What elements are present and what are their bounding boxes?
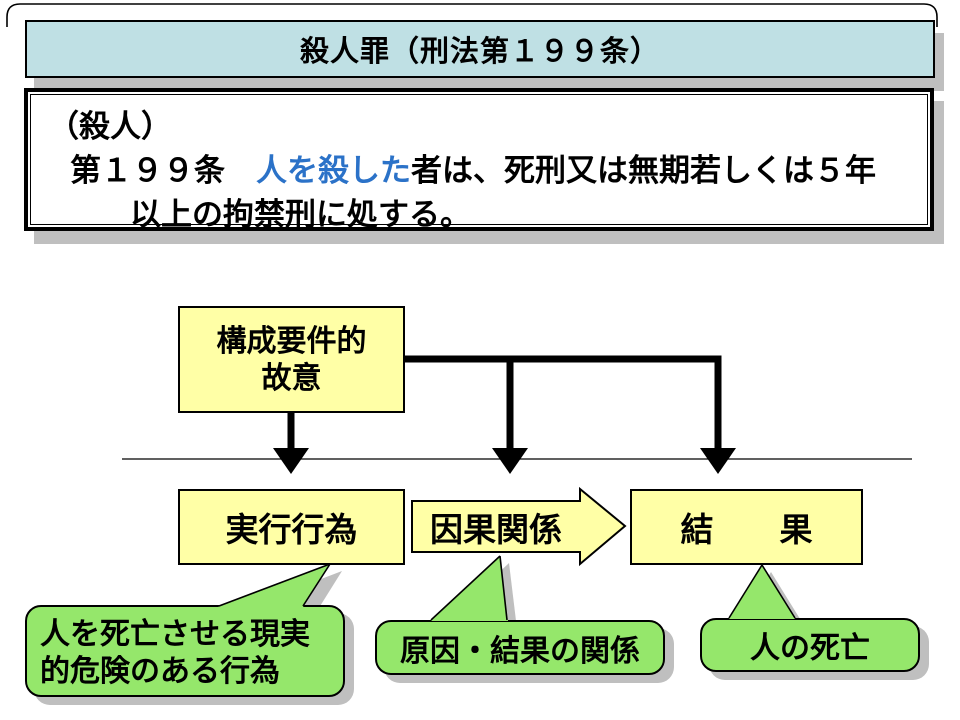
intent-box: 構成要件的 故意: [178, 306, 405, 413]
intent-box-line2: 故意: [261, 361, 322, 395]
result-box: 結 果: [630, 489, 863, 565]
callout-pointer: [729, 565, 795, 619]
callout-pointer-edge: [499, 555, 508, 621]
result-box-label: 結 果: [680, 511, 813, 548]
statute-box: （殺人） 第１９９条 人を殺した者は、死刑又は無期若しくは５年 以上の拘禁刑に処…: [24, 88, 934, 232]
branch-line: [405, 355, 722, 450]
callout-pointer-edge: [302, 563, 331, 607]
callout-pointer: [431, 556, 508, 621]
callout-act-line2: 的危険のある行為: [40, 655, 280, 688]
callout-causation-text: 原因・結果の関係: [400, 634, 640, 668]
callout-pointer: [218, 564, 330, 607]
down-arrow-icon: [700, 448, 736, 474]
statute-highlight: 人を殺した: [256, 153, 411, 188]
callout-result-text: 人の死亡: [750, 632, 870, 665]
slide-title-text: 殺人罪（刑法第１９９条）: [299, 36, 660, 68]
callout-result: 人の死亡: [700, 618, 920, 672]
statute-line-2: 第１９９条 人を殺した者は、死刑又は無期若しくは５年: [70, 153, 876, 188]
statute-line-3: 以上の拘禁刑に処する。: [130, 197, 471, 232]
callout-pointer-edge: [430, 555, 501, 621]
callout-pointer-edge: [218, 563, 331, 607]
callout-pointer-edge: [728, 564, 763, 619]
intent-box-line1: 構成要件的: [216, 324, 367, 358]
callout-causation: 原因・結果の関係: [375, 620, 665, 675]
slide-title-box: 殺人罪（刑法第１９９条）: [25, 20, 935, 78]
statute-line-1: （殺人）: [48, 109, 172, 144]
callout-act: 人を死亡させる現実 的危険のある行為: [25, 605, 345, 697]
causation-arrow-label: 因果関係: [430, 510, 562, 548]
down-arrow-icon: [492, 448, 528, 474]
down-arrow-icon: [273, 448, 309, 474]
callout-pointer-edge: [761, 564, 796, 619]
act-box: 実行行為: [178, 489, 405, 565]
callout-act-line1: 人を死亡させる現実: [40, 618, 310, 651]
causation-arrow-label-wrap: 因果関係: [412, 501, 580, 552]
statute-text: （殺人） 第１９９条 人を殺した者は、死刑又は無期若しくは５年 以上の拘禁刑に処…: [30, 94, 928, 232]
act-box-label: 実行行為: [225, 511, 358, 548]
